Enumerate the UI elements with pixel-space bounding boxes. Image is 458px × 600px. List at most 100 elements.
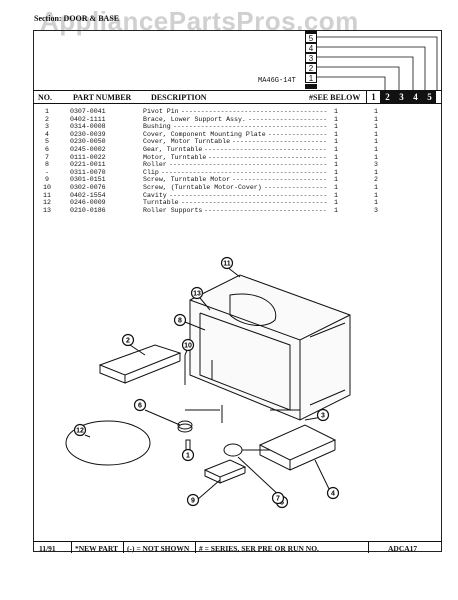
part-qty-col-1: 1 [334,115,338,123]
callout-label: 1 [186,453,190,460]
part-index: 5 [45,138,49,146]
part-description: Pivot Pin [143,108,179,115]
dot-leader: ---------------------------------------- [169,161,328,169]
part-description: Motor, Turntable [143,153,207,161]
dot-leader: ------------------------ [232,176,327,184]
part-description: Turntable [143,199,179,207]
part-number: 0302-0076 [70,183,106,191]
part-description: Screw, Turntable Motor [143,176,231,184]
dot-leader: ------------------------------- [204,145,327,153]
series-col-5: 5 [422,91,436,104]
part-qty-col-2: 1 [374,145,378,153]
part-qty-col-1: 1 [334,153,338,161]
callout-label: 11 [223,261,231,268]
part-qty-col-2: 1 [374,115,378,123]
series-col-1: 1 [366,91,380,104]
footer-series-note: # = SERIES, SER PRE OR RUN NO. [199,544,319,553]
callout-13: 13 [190,286,204,300]
dot-leader: ------------------------------- [204,206,327,214]
part-index: 13 [43,206,51,214]
part-qty-col-1: 1 [334,108,338,115]
part-qty-col-1: 1 [334,161,338,169]
dot-leader: ------------------------------ [208,153,327,161]
part-qty-col-2: 1 [374,123,378,131]
callout-8: 8 [173,313,187,327]
callout-label: 5 [280,500,284,507]
callout-label: 6 [138,403,142,410]
part-index: 10 [43,183,51,191]
part-description: Screw, (Turntable Motor-Cover) [143,183,262,191]
step-3: 3 [305,53,317,63]
dot-leader: --------------------------------------- [173,123,328,131]
callout-4: 4 [326,486,340,500]
parts-table-header: NO. PART NUMBER DESCRIPTION #SEE BELOW 1… [33,90,442,104]
part-number: 0245-0002 [70,145,106,153]
part-number: 0230-0039 [70,130,106,138]
part-index: - [45,168,49,176]
dot-leader: ---------------------------------------- [169,191,328,199]
part-index: 12 [43,199,51,207]
part-description: Cover, Component Mounting Plate [143,130,266,138]
callout-2: 2 [121,333,135,347]
part-description: Cavity [143,191,167,199]
part-qty-col-2: 2 [374,176,378,184]
part-index: 9 [45,176,49,184]
part-index: 11 [43,191,51,199]
part-index: 6 [45,145,49,153]
callout-label: 10 [184,343,192,350]
callout-9: 9 [186,493,200,507]
part-index: 2 [45,115,49,123]
step-2: 2 [305,63,317,73]
callout-label: 4 [331,491,335,498]
model-number: MA46G-14T [258,77,296,85]
part-number: 0210-0186 [70,206,106,214]
callout-label: 3 [321,413,325,420]
footer-not-shown: (-) = NOT SHOWN [127,544,190,553]
series-col-2: 2 [380,91,394,104]
part-number: 0311-0070 [70,168,106,176]
header-see-below: #SEE BELOW [309,93,361,102]
part-description: Roller [143,161,167,169]
part-qty-col-2: 1 [374,199,378,207]
part-index: 4 [45,130,49,138]
part-qty-col-2: 1 [374,191,378,199]
part-description: Roller Supports [143,206,203,214]
part-qty-col-1: 1 [334,176,338,184]
part-number: 0230-0050 [70,138,106,146]
part-qty-col-1: 1 [334,130,338,138]
part-description: Gear, Turntable [143,145,203,153]
dot-leader: ----------------------------------------… [161,168,328,176]
step-1: 1 [305,73,317,83]
part-qty-col-1: 1 [334,199,338,207]
series-col-3: 3 [394,91,408,104]
legend-footer: 11/91 *NEW PART (-) = NOT SHOWN # = SERI… [33,541,442,553]
callout-label: 8 [178,318,182,325]
callout-label: 13 [193,291,201,298]
callout-label: 2 [126,338,130,345]
dot-leader: ---------------- [264,183,328,191]
part-number: 0111-0022 [70,153,106,161]
part-number: 0246-0009 [70,199,106,207]
part-description: Brace, Lower Support Assy. [143,115,246,123]
part-qty-col-2: 1 [374,153,378,161]
table-row: 10 0302-0076 Screw, (Turntable Motor-Cover… [38,184,438,192]
part-qty-col-1: 1 [334,183,338,191]
dot-leader: --------------- [268,130,328,138]
dot-leader: ------------------------ [232,138,327,146]
callout-label: 12 [76,428,84,435]
part-description: Cover, Motor Turntable [143,138,231,146]
part-index: 1 [45,108,49,115]
dot-leader: ------------------------------------- [181,199,328,207]
part-number: 0402-1111 [70,115,106,123]
part-number: 0307-0041 [70,108,106,115]
callout-11: 11 [220,256,234,270]
part-description: Bushing [143,123,171,131]
part-qty-col-1: 1 [334,138,338,146]
